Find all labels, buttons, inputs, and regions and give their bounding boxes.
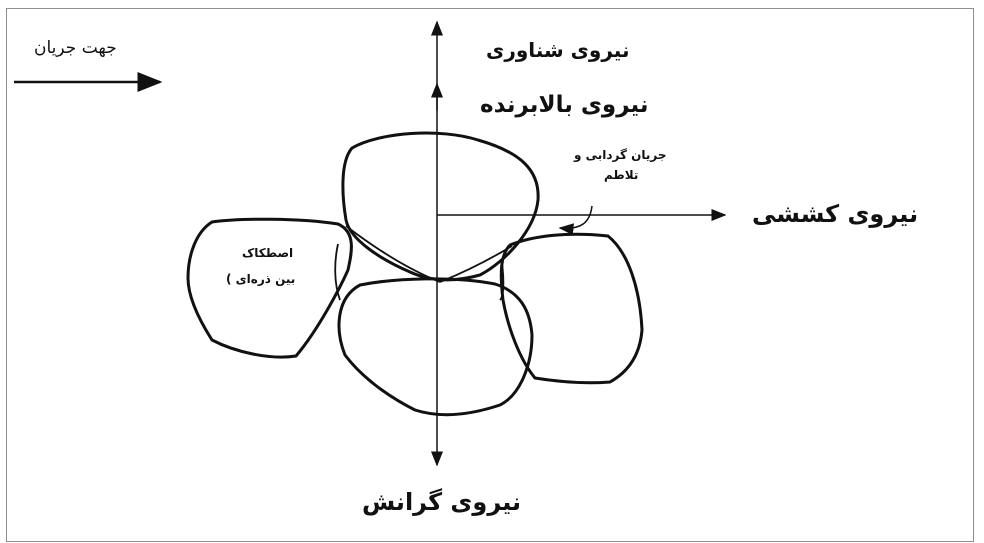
gravity-force-label: نیروی گرانش bbox=[362, 488, 521, 516]
buoyancy-force-label: نیروی شناوری bbox=[486, 38, 629, 62]
flow-direction-label: جهت جریان bbox=[34, 38, 117, 58]
contact-line-left bbox=[346, 226, 440, 282]
turbulence-label-line2: تلاطم bbox=[604, 168, 638, 182]
lift-force-label: نیروی بالابرنده bbox=[480, 92, 649, 118]
turbulence-label-line1: جریان گردابی و bbox=[574, 148, 667, 162]
right-particle bbox=[501, 234, 642, 382]
friction-label-line1: اصطکاک bbox=[242, 246, 293, 260]
top-particle bbox=[343, 133, 538, 280]
left-particle bbox=[188, 219, 351, 357]
drag-force-label: نیروی کششی bbox=[752, 200, 918, 228]
turbulence-pointer bbox=[560, 206, 592, 228]
friction-label-line2: بین ذره‌ای ) bbox=[226, 272, 295, 286]
